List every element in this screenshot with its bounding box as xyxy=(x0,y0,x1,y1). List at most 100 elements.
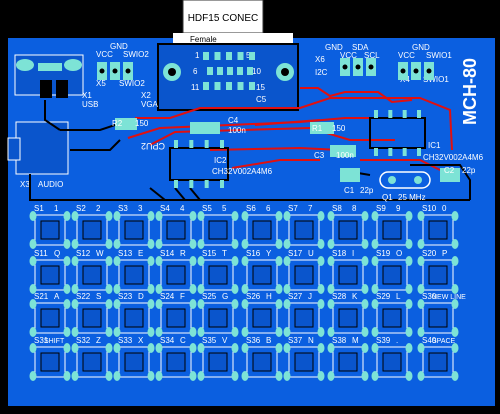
key-pad xyxy=(327,299,335,309)
key-pad xyxy=(361,327,369,337)
key-pad xyxy=(241,299,249,309)
x5-label: X5 xyxy=(96,79,106,88)
key-outline xyxy=(202,214,234,246)
key-switch[interactable]: S7 7 xyxy=(283,204,325,249)
key-outline xyxy=(118,302,150,334)
key-pad xyxy=(71,256,79,266)
key-char-label: D xyxy=(138,292,144,301)
key-pad xyxy=(405,371,413,381)
key-switch-label: S17 xyxy=(288,249,303,258)
key-pad xyxy=(275,239,283,249)
r2-value: 150 xyxy=(135,119,149,128)
key-outline xyxy=(76,259,108,291)
key-pad xyxy=(231,256,239,266)
key-char-label: N xyxy=(308,336,314,345)
key-pad xyxy=(189,371,197,381)
key-pad xyxy=(63,211,71,221)
key-pad xyxy=(29,239,37,249)
ic-pin xyxy=(417,110,421,118)
key-char-label: K xyxy=(352,292,358,301)
key-cap xyxy=(40,352,60,372)
key-outline xyxy=(376,214,408,246)
key-pad xyxy=(405,239,413,249)
key-cap xyxy=(382,220,402,240)
key-pad xyxy=(197,343,205,353)
r1-label: R1 xyxy=(312,124,323,133)
key-switch-label: S37 xyxy=(288,336,303,345)
key-pad xyxy=(275,371,283,381)
key-pad xyxy=(155,343,163,353)
key-pad xyxy=(241,343,249,353)
key-cap xyxy=(82,220,102,240)
key-pad xyxy=(105,256,113,266)
key-cap xyxy=(428,220,448,240)
db15-pin-pad xyxy=(247,67,253,75)
key-pad xyxy=(371,239,379,249)
key-cap xyxy=(252,220,272,240)
key-char-label: X xyxy=(138,336,144,345)
key-switch-label: S31 xyxy=(34,336,49,345)
key-switch-label: S8 xyxy=(332,204,342,213)
key-pad xyxy=(361,239,369,249)
c1-label: C1 xyxy=(344,186,355,195)
db15-pin-pad xyxy=(227,67,233,75)
key-switch-label: S2 xyxy=(76,204,86,213)
key-pad xyxy=(275,343,283,353)
key-switch[interactable]: S39. xyxy=(371,336,413,381)
cpu2-label: CPU2 xyxy=(141,141,165,151)
key-cap xyxy=(382,308,402,328)
key-pad xyxy=(451,211,459,221)
key-switch-label: S15 xyxy=(202,249,217,258)
key-switch[interactable]: S37 N xyxy=(283,336,325,381)
key-pad xyxy=(197,284,205,294)
key-char-label: 7 xyxy=(308,204,313,213)
key-switch-label: S7 xyxy=(288,204,298,213)
q1-crystal xyxy=(379,171,431,189)
key-pad xyxy=(71,343,79,353)
db15-pin-pad xyxy=(249,82,255,90)
key-char-label: B xyxy=(266,336,271,345)
key-pad xyxy=(189,327,197,337)
key-cap xyxy=(124,352,144,372)
db15-pin-pad xyxy=(226,52,232,60)
key-pad xyxy=(113,239,121,249)
key-pad xyxy=(71,284,79,294)
